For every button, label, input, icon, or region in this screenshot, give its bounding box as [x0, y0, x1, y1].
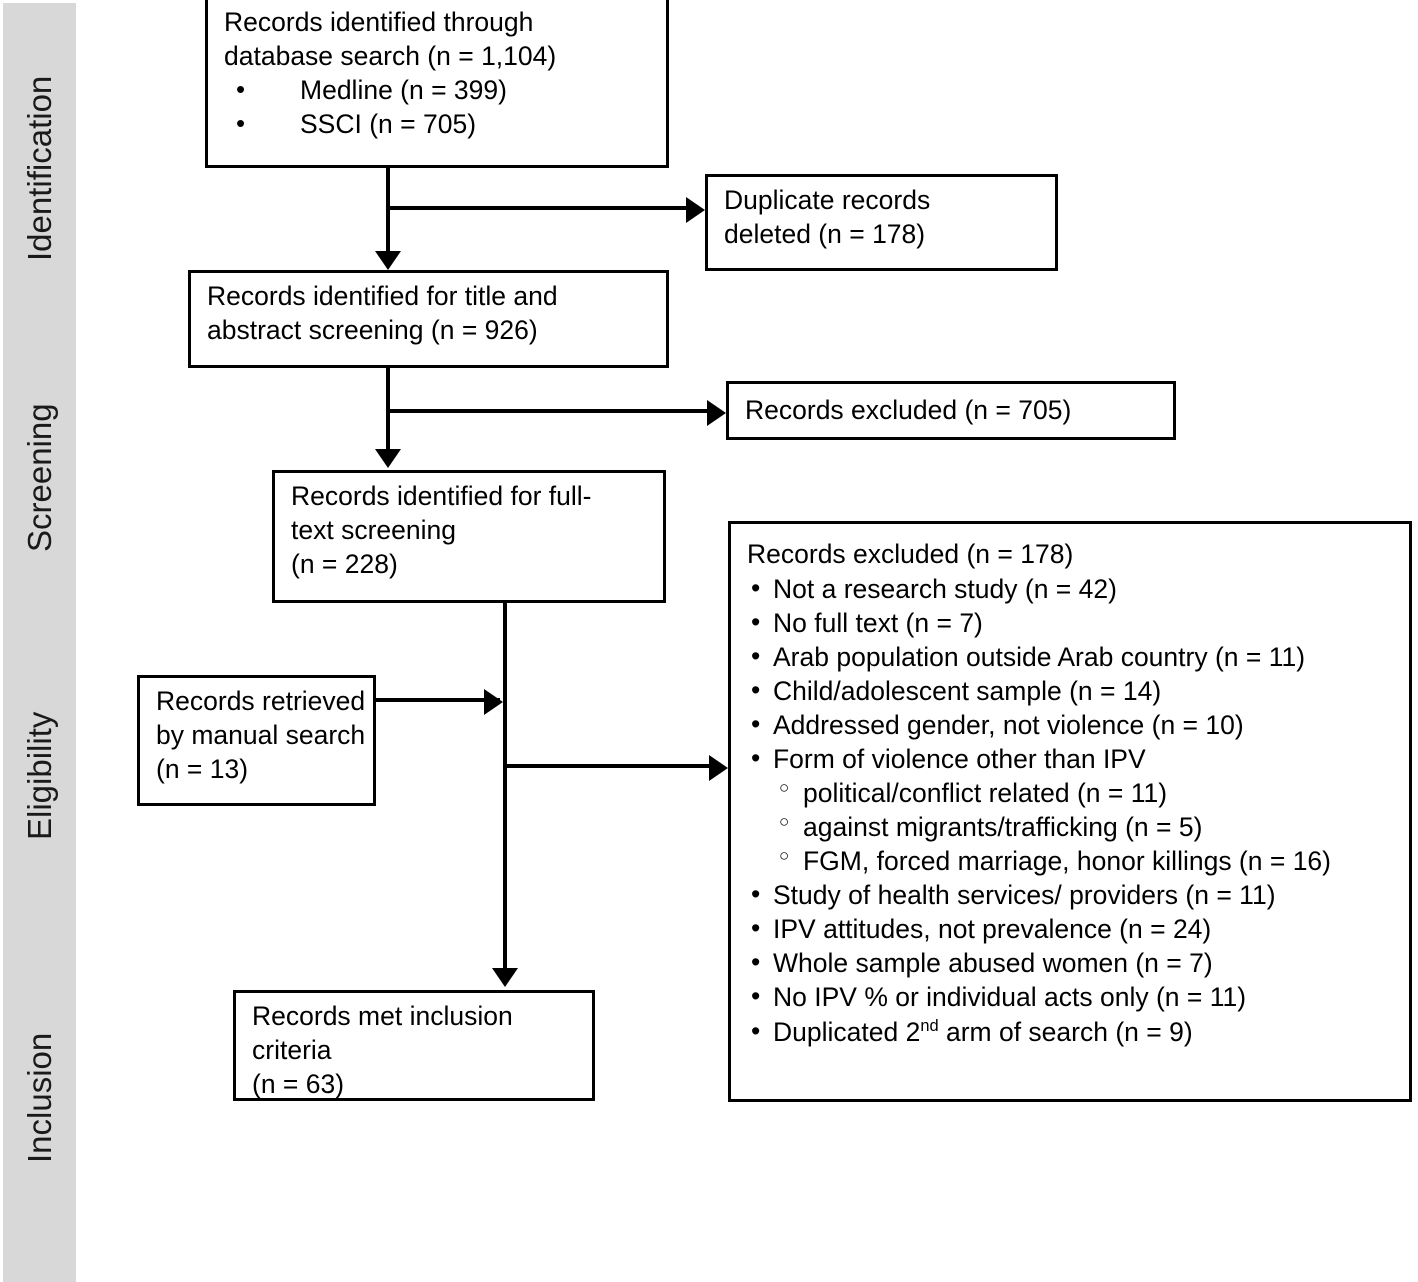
node-manual-line3: (n = 13): [156, 753, 249, 784]
list-item: Study of health services/ providers (n =…: [747, 877, 1399, 912]
list-item: No IPV % or individual acts only (n = 11…: [747, 979, 1399, 1014]
connector-database-to-duplicates: [386, 206, 687, 210]
list-item: Child/adolescent sample (n = 14): [747, 673, 1399, 708]
node-included-line1: Records met inclusion: [252, 1001, 513, 1031]
node-title-abstract-screening: Records identified for title and abstrac…: [188, 270, 669, 368]
node-title-abstract-line1: Records identified for title and: [207, 281, 558, 311]
node-manual-line1: Records retrieved: [156, 686, 366, 716]
node-duplicates-line1: Duplicate records: [724, 185, 931, 215]
list-item: political/conflict related (n = 11): [747, 776, 1399, 810]
node-excluded-178-reasons: Not a research study (n = 42) No full te…: [747, 571, 1399, 1049]
arrow-right-icon: [686, 197, 705, 223]
arrow-right-icon: [709, 755, 728, 781]
list-item: Whole sample abused women (n = 7): [747, 945, 1399, 980]
node-excluded-178-heading: Records excluded (n = 178): [747, 539, 1074, 569]
stage-label-identification: Identification: [21, 75, 58, 261]
stage-label-eligibility: Eligibility: [21, 711, 58, 840]
arrow-down-icon: [375, 449, 401, 468]
node-database-search-line1: Records identified through: [224, 7, 534, 37]
list-item: SSCI (n = 705): [224, 107, 654, 142]
list-item: Addressed gender, not violence (n = 10): [747, 707, 1399, 742]
node-database-search-line2: database search (n = 1,104): [224, 40, 557, 71]
node-included-line2: criteria: [252, 1034, 332, 1065]
list-item: No full text (n = 7): [747, 605, 1399, 640]
stage-label-inclusion: Inclusion: [21, 1032, 58, 1164]
stage-label-screening: Screening: [21, 403, 58, 553]
connector-title-abstract-to-excluded-705: [386, 409, 708, 413]
node-fulltext-screening: Records identified for full- text screen…: [272, 470, 666, 603]
node-included-line3: (n = 63): [252, 1068, 345, 1099]
list-item: Arab population outside Arab country (n …: [747, 639, 1399, 674]
node-database-search: Records identified through database sear…: [205, 0, 669, 168]
arrow-right-icon: [484, 689, 503, 715]
node-duplicates-line2: deleted (n = 178): [724, 218, 926, 249]
connector-fulltext-to-included: [503, 600, 507, 975]
stage-rail: Identification Screening Eligibility Inc…: [3, 3, 76, 1282]
node-records-excluded-178: Records excluded (n = 178) Not a researc…: [728, 521, 1412, 1102]
list-item-text-after-sup: arm of search (n = 9): [938, 1016, 1193, 1047]
node-fulltext-line1: Records identified for full-: [291, 481, 592, 511]
node-fulltext-line2: text screening: [291, 514, 456, 545]
node-manual-search: Records retrieved by manual search (n = …: [137, 675, 376, 806]
list-item: Not a research study (n = 42): [747, 571, 1399, 606]
list-item: IPV attitudes, not prevalence (n = 24): [747, 911, 1399, 946]
list-item: Form of violence other than IPV: [747, 741, 1399, 776]
connector-junction-to-excluded-178: [503, 764, 710, 768]
list-item-superscript: nd: [920, 1016, 939, 1035]
list-item: against migrants/trafficking (n = 5): [747, 810, 1399, 844]
arrow-down-icon: [492, 968, 518, 987]
list-item: FGM, forced marriage, honor killings (n …: [747, 844, 1399, 878]
node-title-abstract-line2: abstract screening (n = 926): [207, 314, 538, 345]
list-item: Medline (n = 399): [224, 73, 654, 108]
arrow-down-icon: [375, 251, 401, 270]
node-excluded-705-line1: Records excluded (n = 705): [745, 394, 1072, 425]
connector-database-to-title-abstract: [386, 168, 390, 258]
list-item-text-before-sup: Duplicated 2: [773, 1016, 921, 1047]
arrow-right-icon: [707, 400, 726, 426]
node-manual-line2: by manual search: [156, 719, 366, 750]
list-item: Duplicated 2nd arm of search (n = 9): [747, 1014, 1399, 1049]
node-records-excluded-705: Records excluded (n = 705): [726, 381, 1176, 440]
node-duplicate-records-deleted: Duplicate records deleted (n = 178): [705, 174, 1058, 271]
node-database-search-bullets: Medline (n = 399) SSCI (n = 705): [224, 73, 654, 142]
node-met-inclusion-criteria: Records met inclusion criteria (n = 63): [233, 990, 595, 1101]
connector-manual-search-to-junction: [376, 698, 500, 702]
node-fulltext-line3: (n = 228): [291, 548, 398, 579]
